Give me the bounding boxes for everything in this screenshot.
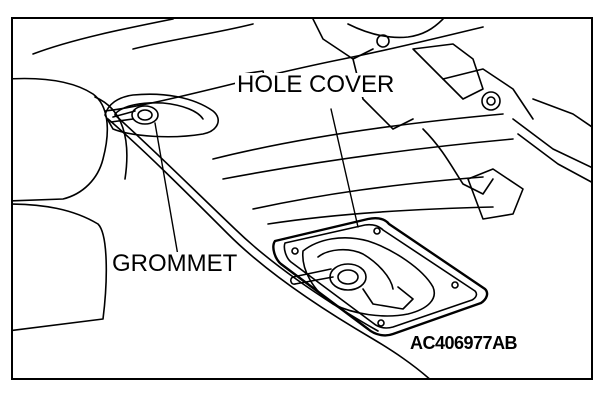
grommet-assembly [104, 93, 219, 138]
vehicle-floor-illustration [13, 19, 591, 378]
hole-cover-leader [330, 108, 359, 228]
hole-cover-label: HOLE COVER [235, 71, 397, 98]
grommet-leader [154, 122, 182, 274]
upper-structures [32, 19, 591, 220]
figure-code: AC406977AB [410, 333, 518, 353]
left-seat-outline [13, 77, 128, 332]
grommet-label: GROMMET [110, 250, 240, 277]
leader-lines [154, 108, 359, 274]
hole-cover-assembly [272, 217, 489, 337]
